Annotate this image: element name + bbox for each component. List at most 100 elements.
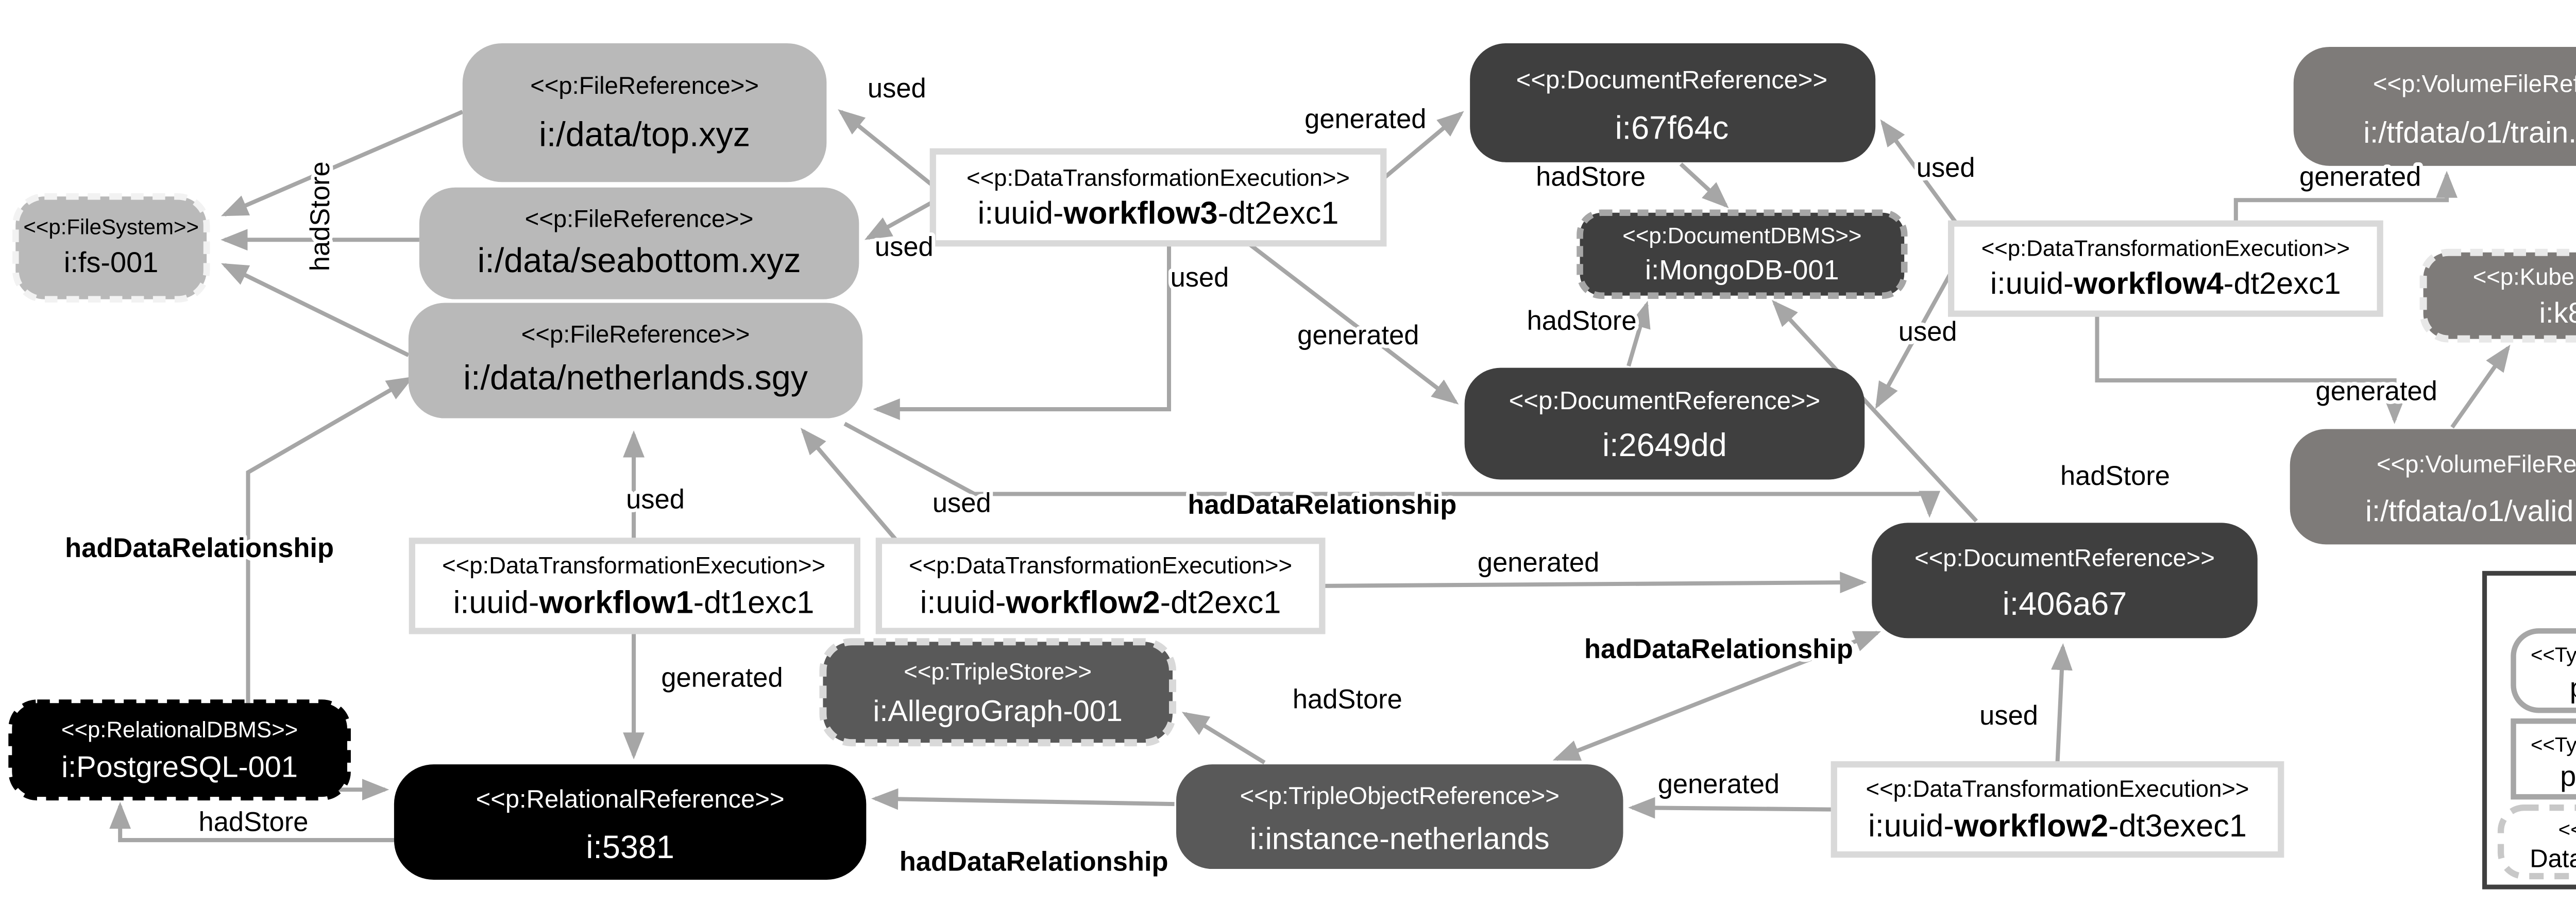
edge-label-generated-2649dd: generated	[1297, 321, 1419, 350]
edge-label-haddatarel-netherlands-406a67: hadDataRelationship	[1188, 490, 1456, 520]
filesystem-stereotype: <<p:FileSystem>>	[23, 215, 199, 239]
workflow2-dt3-shape	[1831, 761, 2284, 858]
edge-workflow3-generated-67f64c	[1382, 111, 1464, 180]
legend-activity-shape	[2511, 718, 2576, 800]
allegrograph-name: i:AllegroGraph-001	[873, 695, 1123, 728]
edge-workflow2dt2-generated-406a67	[1322, 572, 1867, 594]
triple-instance-name: i:instance-netherlands	[1250, 822, 1550, 856]
postgresql-name: i:PostgreSQL-001	[61, 751, 298, 784]
rel-5381-name: i:5381	[586, 829, 674, 865]
node-doc-67f64c: <<p:DocumentReference>> i:67f64c	[1470, 43, 1876, 162]
k8vol-stereotype: <<p:KubernetesVolume>>	[2473, 264, 2576, 290]
edge-top-hadstore-fs	[221, 110, 464, 216]
postgresql-shape	[8, 699, 351, 801]
doc-406a67-stereotype: <<p:DocumentReference>>	[1914, 544, 2215, 572]
workflow1-name: i:uuid-workflow1-dt1exc1	[453, 584, 815, 619]
edge-netherlands-haddatarel-406a67	[843, 422, 1941, 518]
edge-workflow4-used-2649dd	[1875, 271, 1953, 409]
node-file-netherlands: <<p:FileReference>> i:/data/netherlands.…	[408, 303, 863, 418]
edge-label-used-406a67-wf2dt3: used	[1979, 701, 2038, 731]
node-workflow2-dt2: <<p:DataTransformationExecution>> i:uuid…	[875, 538, 1326, 634]
triple-instance-stereotype: <<p:TripleObjectReference>>	[1240, 782, 1560, 810]
edge-67f64c-hadstore-mongodb	[1679, 162, 1729, 209]
file-netherlands-shape	[408, 303, 863, 418]
nodes-layer: <<p:FileSystem>> i:fs-001 <<p:FileRefere…	[8, 43, 2576, 880]
k8vol-shape	[2419, 248, 2576, 343]
workflow4-shape	[1948, 220, 2383, 317]
node-doc-2649dd: <<p:DocumentReference>> i:2649dd	[1464, 367, 1865, 480]
edge-workflow3-used-top	[838, 109, 935, 188]
edge-workflow3-used-netherlands	[873, 243, 1172, 420]
edge-label-generated-train: generated	[2299, 162, 2421, 192]
legend: Legend <<Type in ProvLake >> prov:Entity…	[2482, 571, 2576, 890]
legend-entity-stereotype: <<Type in ProvLake >>	[2531, 643, 2576, 666]
edge-netherlands-hadstore-fs	[221, 263, 410, 357]
legend-datastore-name: DataStore Instance	[2530, 845, 2576, 873]
edge-label-used-top: used	[868, 74, 926, 104]
edge-label-haddatarel-instance-5381: hadDataRelationship	[900, 847, 1168, 877]
file-seabottom-shape	[419, 187, 859, 299]
file-top-stereotype: <<p:FileReference>>	[530, 72, 759, 99]
rel-5381-stereotype: <<p:RelationalReference>>	[476, 785, 785, 813]
edge-workflow4-used-67f64c	[1880, 119, 1958, 225]
vol-train-shape	[2293, 46, 2576, 166]
postgresql-stereotype: <<p:RelationalDBMS>>	[61, 717, 298, 743]
edge-label-hadstore-fs: hadStore	[306, 161, 335, 271]
workflow1-stereotype: <<p:DataTransformationExecution>>	[442, 552, 825, 578]
edge-406a67-haddatarel-instance	[1552, 631, 1882, 761]
edge-label-generated-valid: generated	[2316, 377, 2437, 407]
edge-label-generated-instance: generated	[1658, 769, 1780, 799]
legend-activity-stereotype: <<Type in ProvLake >>	[2531, 733, 2576, 757]
edge-2649dd-hadstore-mongodb	[1626, 300, 1651, 367]
edge-5381-hadstore-postgresql	[109, 801, 394, 843]
edge-labels-layer: hadStore used used generated generated u…	[61, 70, 2441, 881]
workflow4-name: i:uuid-workflow4-dt2exc1	[1990, 266, 2341, 300]
edge-label-haddatarel-406a67-instance: hadDataRelationship	[1584, 634, 1853, 664]
legend-entity-sample: <<Type in ProvLake >> prov:Entity	[2511, 628, 2576, 713]
node-workflow2-dt3: <<p:DataTransformationExecution>> i:uuid…	[1831, 761, 2284, 858]
node-vol-train: <<p:VolumeFileReference>> i:/tfdata/o1/t…	[2293, 46, 2576, 166]
edge-label-hadstore-mongodb-406a67: hadStore	[2060, 461, 2170, 491]
doc-67f64c-stereotype: <<p:DocumentReference>>	[1516, 66, 1827, 94]
edge-workflow3-used-seabottom	[864, 200, 934, 240]
vol-valid-stereotype: <<p:VolumeFileReference>>	[2377, 450, 2576, 478]
doc-2649dd-stereotype: <<p:DocumentReference>>	[1509, 387, 1820, 415]
file-seabottom-name: i:/data/seabottom.xyz	[478, 242, 801, 280]
edge-label-generated-5381: generated	[661, 663, 783, 693]
node-file-top: <<p:FileReference>> i:/data/top.xyz	[462, 43, 827, 182]
edge-label-used-seabottom: used	[875, 232, 934, 262]
doc-67f64c-name: i:67f64c	[1615, 110, 1729, 146]
node-mongodb: <<p:DocumentDBMS>> i:MongoDB-001	[1577, 209, 1908, 299]
legend-datastore-stereotype: <<p:DataStore>>	[2558, 818, 2576, 841]
edge-label-hadstore-allegrograph: hadStore	[1293, 685, 1402, 715]
legend-entity-name: prov:Entity	[2570, 672, 2576, 704]
legend-activity-sample: <<Type in ProvLake >> prov:Activity	[2511, 718, 2576, 800]
doc-406a67-shape	[1872, 523, 2258, 639]
mongodb-stereotype: <<p:DocumentDBMS>>	[1622, 223, 1861, 248]
doc-2649dd-name: i:2649dd	[1602, 427, 1727, 463]
file-top-name: i:/data/top.xyz	[539, 115, 750, 154]
edge-label-generated-67f64c: generated	[1304, 104, 1426, 134]
node-allegrograph: <<p:TripleStore>> i:AllegroGraph-001	[819, 638, 1177, 747]
workflow2-dt3-stereotype: <<p:DataTransformationExecution>>	[1866, 776, 2249, 802]
node-k8vol: <<p:KubernetesVolume>> i:k8vol-001	[2419, 248, 2576, 343]
node-file-seabottom: <<p:FileReference>> i:/data/seabottom.xy…	[419, 187, 859, 299]
legend-datastore-shape	[2497, 804, 2576, 880]
edge-label-hadstore-mongodb-67f64c: hadStore	[1536, 162, 1646, 192]
node-rel-5381: <<p:RelationalReference>> i:5381	[394, 764, 867, 880]
node-triple-instance: <<p:TripleObjectReference>> i:instance-n…	[1176, 764, 1623, 869]
workflow3-shape	[929, 148, 1387, 247]
legend-entity-shape	[2511, 628, 2576, 713]
doc-2649dd-shape	[1464, 367, 1865, 480]
edge-workflow3-generated-2649dd	[1247, 242, 1459, 405]
doc-67f64c-shape	[1470, 43, 1876, 162]
edge-workflow4-generated-train	[2233, 171, 2458, 224]
mongodb-name: i:MongoDB-001	[1645, 255, 1839, 286]
file-netherlands-name: i:/data/netherlands.sgy	[463, 359, 808, 397]
node-doc-406a67: <<p:DocumentReference>> i:406a67	[1872, 523, 2258, 639]
edge-label-haddatarel-netherlands-5381: hadDataRelationship	[65, 533, 334, 563]
mongodb-shape	[1577, 209, 1908, 299]
edge-valid-hadstore-k8vol	[2450, 344, 2511, 429]
edge-workflow4-generated-valid	[2095, 315, 2405, 424]
